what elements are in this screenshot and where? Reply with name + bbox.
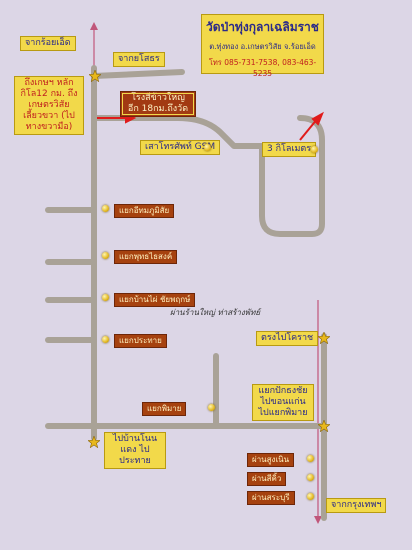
road-label-sungnoen: ผ่านสูงเนิน	[247, 453, 295, 467]
axis-arrow-south	[314, 516, 322, 524]
branch-dot-1	[102, 205, 109, 212]
road-label-1: แยกอีทมภูมิสัย	[114, 204, 175, 218]
label-gsm-pole: เสาโทรศัพท์ GSM	[140, 140, 221, 155]
label-kaset-direction: ถึงเกษฯ หลักกิโล12 กม. ถึงเกษตรวิสัย เลี…	[14, 76, 84, 135]
label-to-bannongmaeng: ไปบ้านโนนแดง ไปประทาย	[104, 432, 166, 469]
temple-title: วัดป่าทุ่งกุลาเฉลิมราช	[206, 20, 319, 34]
temple-address: ต.ทุ่งทอง อ.เกษตรวิสัย จ.ร้อยเอ็ด	[209, 42, 316, 51]
road-to-yasothon	[91, 69, 185, 79]
road-to-temple	[91, 115, 325, 237]
label-pakthongchai: แยกปักธงชัย ไปขอนแก่น ไปแยกพิมาย	[252, 384, 314, 421]
label-from-yasothon: จากยโสธร	[113, 52, 165, 67]
label-3km: 3 กิโลเมตร	[262, 142, 317, 157]
star-marker-bannongmaeng	[88, 436, 100, 448]
road-label-3: แยกบ้านไผ่ ชัยพฤกษ์	[114, 293, 196, 307]
sikhio-dot	[307, 474, 314, 481]
saraburi-dot	[307, 493, 314, 500]
road-label-saraburi: ผ่านสระบุรี	[247, 491, 295, 505]
star-marker-korat	[318, 332, 330, 344]
gsm-pole-dot	[204, 144, 211, 151]
handwritten-note: ผ่านร้านใหญ่ ท่าสร้างพัทย์	[170, 308, 261, 317]
star-marker-junction	[89, 70, 101, 82]
label-from-bangkok: จากกรุงเทพฯ	[326, 498, 387, 513]
label-from-roiet: จากร้อยเอ็ด	[20, 36, 76, 51]
three-km-dot	[311, 146, 318, 153]
temple-phone: โทร 085-731-7538, 083-463-5235	[208, 58, 317, 78]
axis-arrow-north	[90, 22, 98, 30]
road-label-sikhio: ผ่านสีคิ้ว	[247, 472, 287, 486]
branch-dot-2	[102, 252, 109, 259]
label-school: โรงสีข้าวใหญ่ อีก 18กม.ถึงวัด	[120, 91, 196, 117]
temple-info-box: วัดป่าทุ่งกุลาเฉลิมราช ต.ทุ่งทอง อ.เกษตร…	[201, 14, 324, 78]
road-label-pimai: แยกพิมาย	[142, 402, 187, 416]
branch-dot-4	[102, 336, 109, 343]
road-label-4: แยกประทาย	[114, 334, 167, 348]
star-marker-pakthongchai	[318, 420, 330, 432]
branch-dot-3	[102, 294, 109, 301]
pimai-dot	[208, 404, 215, 411]
road-label-2: แยกพุทธไธสงค์	[114, 250, 178, 264]
sungnoen-dot	[307, 455, 314, 462]
arrow-temple-head	[311, 111, 324, 126]
label-straight-korat: ตรงไปโคราช	[256, 331, 319, 346]
